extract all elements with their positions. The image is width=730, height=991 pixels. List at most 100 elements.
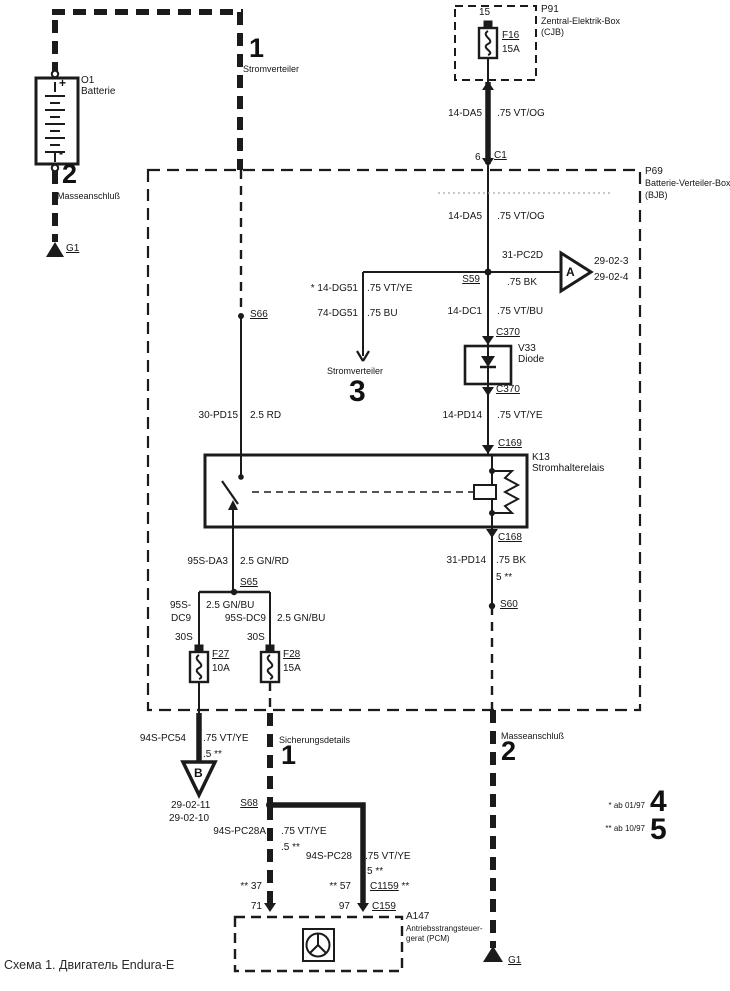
battery-minus: -	[59, 146, 63, 160]
f28-id: F28	[283, 649, 301, 660]
ground-g1-bottom-label: G1	[508, 955, 522, 966]
wire-pd14b-circuit: 31-PD14	[446, 555, 486, 566]
wire-pc28-circuit: 94S-PC28	[305, 851, 352, 862]
wire-pc28a-spec: .75 VT/YE	[281, 826, 327, 837]
battery-symbol	[34, 69, 80, 173]
connector-c1159-label: C1159	[370, 881, 399, 892]
figure-caption: Схема 1. Двигатель Endura-E	[4, 958, 175, 972]
offpage-b-ref1: 29-02-11	[171, 800, 211, 811]
connector-c159: C159	[372, 901, 396, 912]
offpage-arrow-a	[559, 250, 594, 294]
callout-2-bottom-label: Masseanschluß	[501, 731, 565, 741]
footnote-2-num: 5	[650, 813, 667, 846]
fuse-f16-symbol	[477, 20, 499, 60]
f16-id: F16	[502, 30, 520, 41]
f16-pin: 15	[479, 7, 491, 18]
callout-1-top-label: Stromverteiler	[243, 64, 300, 74]
wire-dg51b-circuit: 74-DG51	[317, 308, 358, 319]
footnote-1-text: * ab 01/97	[608, 801, 645, 810]
wire-dc9r-circuit: 95S-DC9	[224, 613, 266, 624]
battery-id: O1	[81, 75, 95, 86]
callout-1-bottom-num: 1	[281, 740, 297, 770]
f28-rating: 15A	[283, 663, 301, 674]
wire-pc54-circuit: 94S-PC54	[139, 733, 186, 744]
connector-c1159-note: **	[401, 881, 410, 892]
wire-dg51a-spec: .75 VT/YE	[367, 283, 413, 294]
wire-dc1-circuit: 14-DC1	[447, 306, 482, 317]
thick-dashed-wires	[52, 9, 496, 948]
splice-s65: S65	[240, 577, 258, 588]
wire-pd14-spec: .75 VT/YE	[497, 410, 543, 421]
thin-solid-wires	[198, 58, 561, 713]
cjb-id: P91	[541, 4, 559, 15]
wire-pd14b-spec: .75 BK	[496, 555, 527, 566]
branch-arrow-3	[356, 350, 370, 362]
wire-dg51a-circuit: * 14-DG51	[310, 283, 358, 294]
connector-c169: C169	[498, 438, 522, 449]
pcm-name-line2: gerat (PCM)	[406, 934, 450, 943]
wire-dc9r-spec: 2.5 GN/BU	[277, 613, 326, 624]
splice-s68: S68	[240, 798, 258, 809]
battery-name: Batterie	[81, 86, 116, 97]
wire-pc28-note: 5 **	[367, 866, 384, 877]
cjb-box	[454, 5, 537, 81]
pcm-name-line1: Antriebsstrangsteuer-	[406, 924, 483, 933]
wire-da5-out-spec: .75 VT/OG	[497, 108, 545, 119]
wire-pd15-spec: 2.5 RD	[250, 410, 282, 421]
wire-dg51b-spec: .75 BU	[367, 308, 398, 319]
connector-arrows	[264, 81, 498, 912]
pcm-box	[233, 915, 404, 973]
wire-pc28-spec: .75 VT/YE	[365, 851, 411, 862]
wire-pc54-spec: .75 VT/YE	[203, 733, 249, 744]
connector-c1159: C1159 **	[370, 881, 409, 893]
wire-dc9l-circuit1: 95S-	[170, 600, 192, 611]
diode-v33-symbol	[463, 344, 513, 386]
ground-g1-top-label: G1	[66, 243, 80, 254]
offpage-a-ref1: 29-02-3	[594, 256, 629, 267]
wire-dc9l-circuit2: DC9	[171, 613, 192, 624]
wire-pc2d-circuit: 31-PC2D	[502, 250, 544, 261]
splice-s60: S60	[500, 599, 518, 610]
pcm-pin-97: 97	[338, 901, 350, 912]
cjb-abbr: (CJB)	[541, 27, 564, 37]
wire-pc28a-note: .5 **	[281, 842, 300, 853]
pcm-id: A147	[406, 911, 430, 922]
offpage-a-letter: A	[566, 265, 575, 279]
footnote-2-text: ** ab 10/97	[605, 824, 645, 833]
pcm-pin-37: ** 37	[240, 881, 262, 892]
callout-2-bottom-num: 2	[501, 736, 517, 766]
offpage-a-ref2: 29-02-4	[594, 272, 629, 283]
pcm-pin-57: ** 57	[329, 881, 351, 892]
callout-2-top-num: 2	[62, 159, 78, 189]
wire-da5-out-circuit: 14-DA5	[448, 108, 482, 119]
wire-pd15-circuit: 30-PD15	[198, 410, 238, 421]
relay-name: Stromhalterelais	[532, 463, 605, 474]
wire-da3-circuit: 95S-DA3	[187, 556, 228, 567]
callout-3-num: 3	[349, 375, 366, 408]
callout-3-label: Stromverteiler	[327, 366, 384, 376]
splice-dots	[230, 268, 496, 809]
bjb-abbr: (BJB)	[645, 190, 668, 200]
callout-1-bottom-label: Sicherungsdetails	[279, 735, 351, 745]
diode-id: V33	[518, 343, 536, 354]
offpage-b-letter: B	[194, 766, 203, 780]
thick-solid-wires	[196, 82, 491, 908]
connector-c1: C1	[494, 150, 507, 161]
cjb-name: Zentral-Elektrik-Box	[541, 16, 621, 26]
f27-rating: 10A	[212, 663, 230, 674]
connector-c1-pin: 6	[475, 152, 481, 163]
connector-c168: C168	[498, 532, 522, 543]
wire-da3-spec: 2.5 GN/RD	[240, 556, 289, 567]
splice-s66: S66	[250, 309, 268, 320]
offpage-b-ref2: 29-02-10	[169, 813, 210, 824]
fuse-f27-symbol	[188, 644, 210, 684]
connector-c370-bot: C370	[496, 384, 520, 395]
splice-s59: S59	[462, 274, 480, 285]
f16-rating: 15A	[502, 44, 520, 55]
wire-pd14-circuit: 14-PD14	[442, 410, 482, 421]
wire-da5-in-circuit: 14-DA5	[448, 211, 482, 222]
connector-c370-top: C370	[496, 327, 520, 338]
ground-symbol-bottom	[483, 946, 503, 962]
